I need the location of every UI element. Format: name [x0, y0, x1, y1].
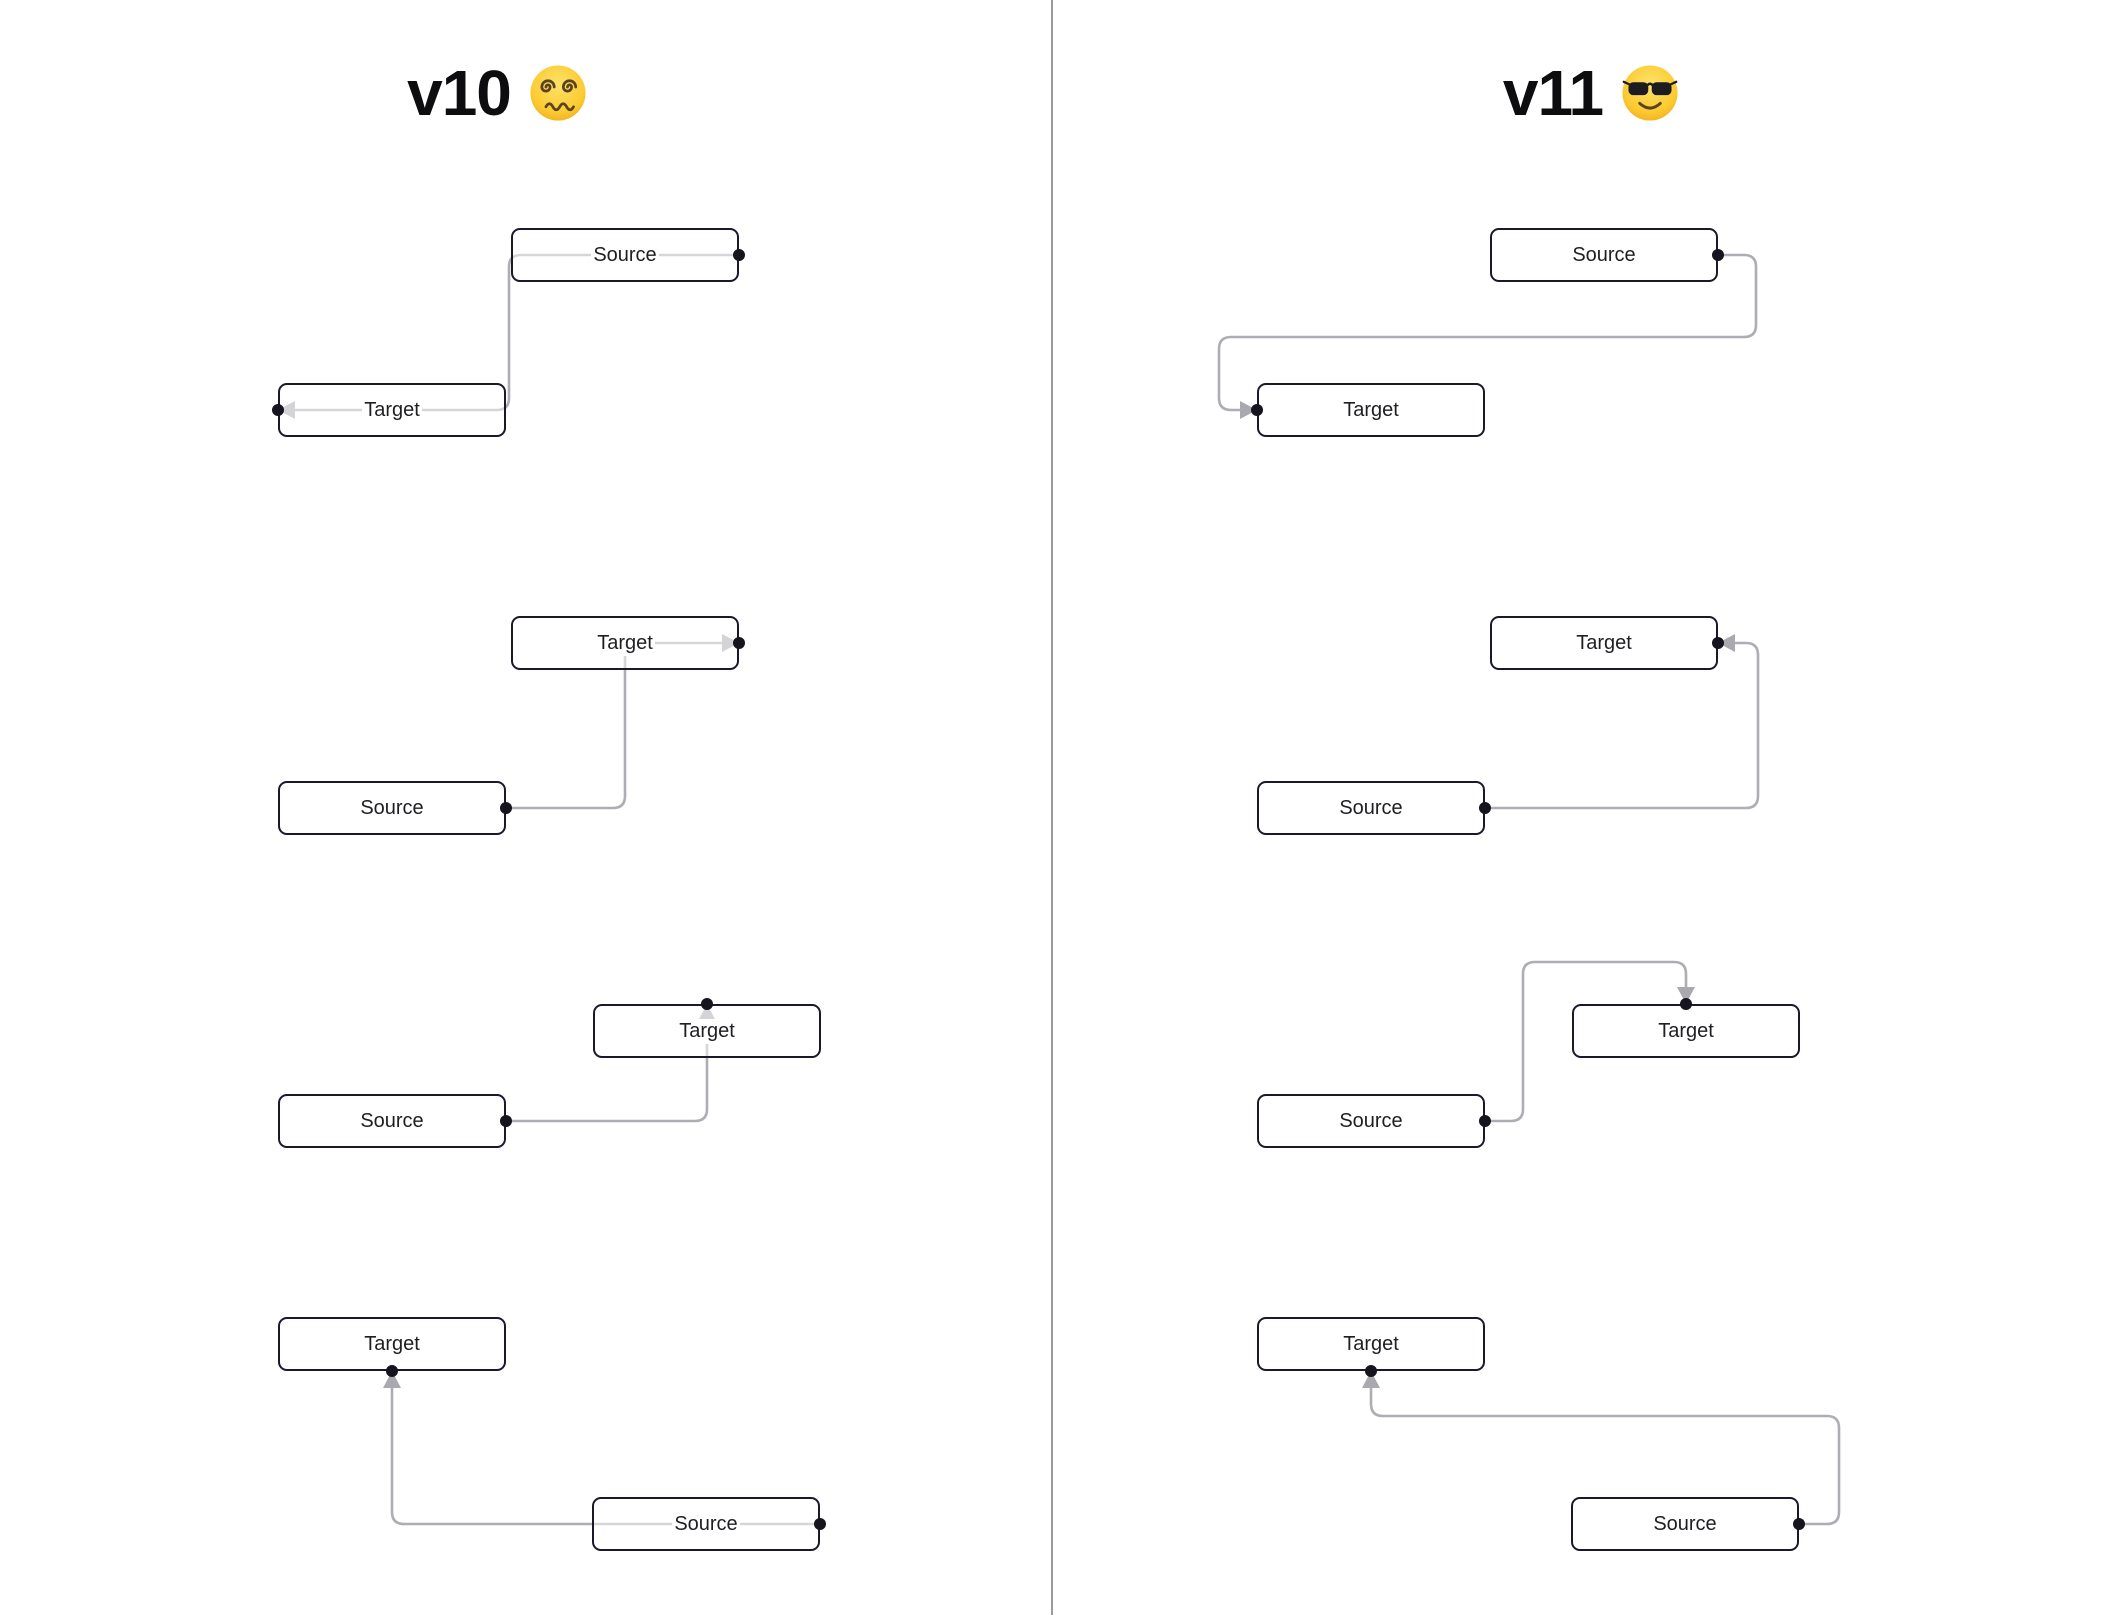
node-source[interactable]: Source	[592, 1497, 820, 1551]
node-label: Source	[358, 1108, 426, 1134]
node-label: Source	[358, 795, 426, 821]
target-handle-bottom[interactable]	[386, 1365, 398, 1377]
source-handle-right[interactable]	[1479, 1115, 1491, 1127]
panel-divider	[1051, 0, 1053, 1615]
edge-path[interactable]	[1485, 641, 1760, 810]
target-handle-left[interactable]	[1251, 404, 1263, 416]
node-source[interactable]: Source	[278, 1094, 506, 1148]
node-label: Source	[672, 1511, 740, 1537]
target-handle-right[interactable]	[733, 637, 745, 649]
panel-title-v11-text: v11	[1502, 57, 1604, 129]
node-label: Target	[1341, 1331, 1401, 1357]
node-label: Source	[1337, 795, 1405, 821]
node-source[interactable]: Source	[511, 228, 739, 282]
panel-title-v10-text: v10	[407, 57, 512, 129]
node-target[interactable]: Target	[278, 1317, 506, 1371]
edge-path[interactable]	[1369, 1371, 1841, 1526]
node-source[interactable]: Source	[1490, 228, 1718, 282]
node-label: Source	[1651, 1511, 1719, 1537]
node-target[interactable]: Target	[278, 383, 506, 437]
target-handle-right[interactable]	[1712, 637, 1724, 649]
node-target[interactable]: Target	[511, 616, 739, 670]
edge-arrowhead	[1362, 1371, 1380, 1388]
source-handle-right[interactable]	[500, 802, 512, 814]
node-target[interactable]: Target	[593, 1004, 821, 1058]
node-target[interactable]: Target	[1490, 616, 1718, 670]
source-handle-right[interactable]	[1712, 249, 1724, 261]
node-source[interactable]: Source	[278, 781, 506, 835]
node-label: Target	[595, 630, 655, 656]
edge-arrowhead	[1677, 987, 1695, 1004]
node-label: Target	[1656, 1018, 1716, 1044]
source-handle-right[interactable]	[733, 249, 745, 261]
edge-arrowhead	[383, 1371, 401, 1388]
source-handle-right[interactable]	[1793, 1518, 1805, 1530]
node-label: Target	[362, 1331, 422, 1357]
node-target[interactable]: Target	[1572, 1004, 1800, 1058]
edge-arrowhead	[1718, 634, 1735, 652]
edge-path[interactable]	[1485, 960, 1688, 1123]
dizzy-face-emoji	[527, 62, 589, 124]
edge-path[interactable]	[1217, 253, 1758, 412]
source-handle-right[interactable]	[814, 1518, 826, 1530]
target-handle-top[interactable]	[701, 998, 713, 1010]
sunglasses-face-emoji	[1619, 62, 1681, 124]
node-label: Source	[1570, 242, 1638, 268]
node-label: Target	[362, 397, 422, 423]
node-label: Target	[1341, 397, 1401, 423]
edge-path[interactable]	[390, 1371, 820, 1526]
edge-arrowhead	[1240, 401, 1257, 419]
node-label: Source	[591, 242, 659, 268]
source-handle-right[interactable]	[500, 1115, 512, 1127]
target-handle-left[interactable]	[272, 404, 284, 416]
panel-title-v10: v10	[278, 56, 718, 130]
node-target[interactable]: Target	[1257, 1317, 1485, 1371]
node-label: Target	[1574, 630, 1634, 656]
node-source[interactable]: Source	[1257, 781, 1485, 835]
node-label: Target	[677, 1018, 737, 1044]
node-target[interactable]: Target	[1257, 383, 1485, 437]
node-source[interactable]: Source	[1571, 1497, 1799, 1551]
panel-title-v11: v11	[1372, 56, 1812, 130]
source-handle-right[interactable]	[1479, 802, 1491, 814]
edge-path[interactable]	[506, 1004, 709, 1123]
target-handle-top[interactable]	[1680, 998, 1692, 1010]
node-source[interactable]: Source	[1257, 1094, 1485, 1148]
node-label: Source	[1337, 1108, 1405, 1134]
target-handle-bottom[interactable]	[1365, 1365, 1377, 1377]
